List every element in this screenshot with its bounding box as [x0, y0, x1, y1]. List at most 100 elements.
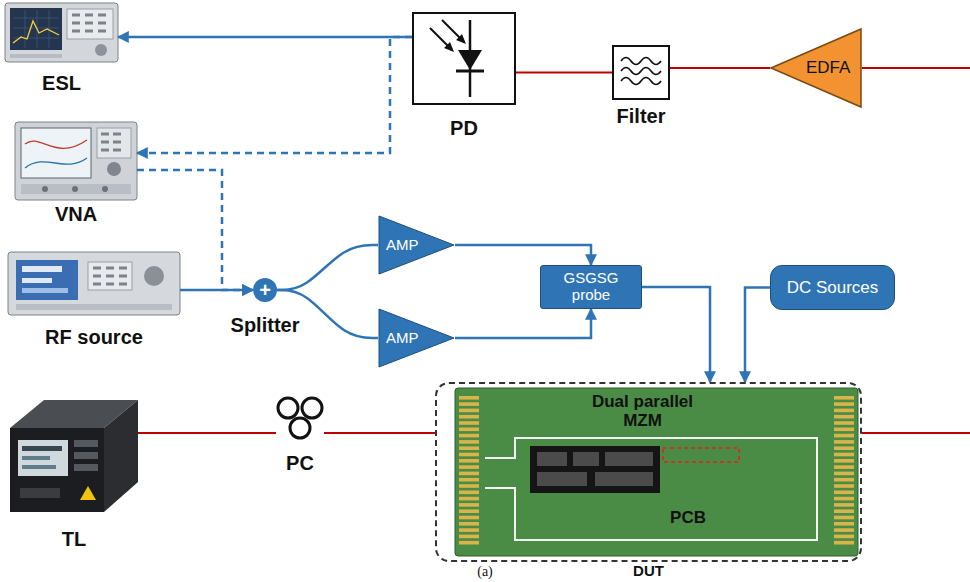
gold-pad [834, 516, 854, 520]
gold-pad [459, 516, 479, 520]
amplifier-triangle: AMP [378, 308, 455, 368]
screen-bar [22, 465, 56, 469]
node-label: Dual parallel MZM [575, 392, 710, 430]
gold-pad [834, 484, 854, 488]
warning-sign [80, 486, 96, 500]
instrument-front [10, 428, 104, 512]
chip-electrode [595, 472, 653, 486]
gold-pad [459, 535, 479, 539]
gold-pad [834, 396, 854, 400]
part-label: ESL [42, 72, 81, 94]
dut-outline: DUTDual parallel MZMPCB [435, 382, 862, 562]
screen-bar [22, 288, 68, 293]
screen-grid [13, 10, 59, 48]
triangle-shape [771, 29, 861, 107]
amplifier-triangle: EDFA [770, 28, 862, 108]
gold-pad [834, 421, 854, 425]
part-label: Filter [617, 105, 666, 127]
instrument-body [15, 122, 137, 200]
highlight-box [663, 448, 739, 462]
signal-line [455, 245, 591, 265]
optical-fiber [670, 67, 770, 69]
part-label: DUT [633, 563, 664, 580]
keypad [97, 128, 131, 158]
part-label: PC [286, 452, 314, 474]
keys [101, 134, 121, 150]
probe-box: GSGSG probe [540, 265, 642, 309]
gold-pad [834, 472, 854, 476]
screen-bar [22, 278, 52, 283]
gold-pad [459, 509, 479, 513]
port [102, 186, 108, 192]
fiber-loop [302, 398, 322, 418]
node-label: AMP [386, 237, 419, 254]
diode-bar [456, 70, 484, 73]
optical-fiber [862, 432, 970, 434]
gold-pad [834, 465, 854, 469]
gold-pad [834, 509, 854, 513]
tunable-laser-picture [10, 400, 138, 512]
gold-pad [834, 522, 854, 526]
shape-graphic [276, 392, 324, 442]
instrument-screen [18, 440, 68, 476]
filter-wave [621, 68, 661, 75]
screen-bar [22, 456, 50, 460]
tunable-laser: TL [10, 400, 138, 512]
gold-pad [459, 472, 479, 476]
knob [95, 44, 107, 56]
signal-line [745, 288, 770, 383]
gold-pad [459, 446, 479, 450]
diode-symbol [458, 50, 482, 70]
spectrum-analyzer: ESL [5, 3, 118, 62]
gold-pad [834, 440, 854, 444]
gold-pad [834, 478, 854, 482]
gold-pad [459, 415, 479, 419]
network-analyzer: VNA [15, 122, 137, 200]
gold-pad [459, 497, 479, 501]
gold-pad [459, 522, 479, 526]
port-strip [21, 184, 131, 194]
gold-pad [459, 453, 479, 457]
port [72, 186, 78, 192]
gold-pad [459, 478, 479, 482]
instrument-screen [16, 260, 78, 300]
screen-trace [25, 140, 87, 148]
gold-pad [834, 541, 854, 545]
triangle-shape [379, 309, 454, 367]
gold-pad [834, 402, 854, 406]
signal-line [455, 309, 591, 338]
instrument-screen [10, 8, 62, 50]
button [74, 440, 98, 447]
knob [107, 162, 121, 176]
polarization-controller: PC [276, 392, 324, 442]
fiber-loop [290, 418, 310, 438]
board [455, 388, 858, 556]
gold-pad [459, 428, 479, 432]
gold-pad [459, 396, 479, 400]
button-row [20, 488, 60, 498]
instrument-body [5, 3, 118, 62]
gold-pad [834, 497, 854, 501]
node-label: DC Sources [787, 278, 879, 297]
front-strip [16, 304, 172, 310]
optical-fiber [138, 432, 276, 434]
part-label: VNA [55, 203, 97, 225]
fiber-loop [278, 398, 298, 418]
gold-pad [834, 446, 854, 450]
gold-pad [459, 421, 479, 425]
signal-line [642, 287, 710, 382]
pcb-board: Dual parallel MZMPCB [455, 388, 858, 556]
filter-wave [621, 58, 661, 65]
front-strip [10, 54, 62, 58]
signal-line [137, 170, 253, 290]
gold-pad [459, 541, 479, 545]
gold-pad [459, 503, 479, 507]
gold-pad [459, 528, 479, 532]
network-analyzer-picture [15, 122, 137, 200]
chip-electrode [537, 452, 567, 466]
signal-generator-picture [8, 252, 180, 315]
gold-pad [834, 528, 854, 532]
photodetector-box: PD [412, 12, 516, 105]
optical-filter-box: Filter [612, 45, 670, 100]
dc-source-box: DC Sources [770, 265, 895, 310]
